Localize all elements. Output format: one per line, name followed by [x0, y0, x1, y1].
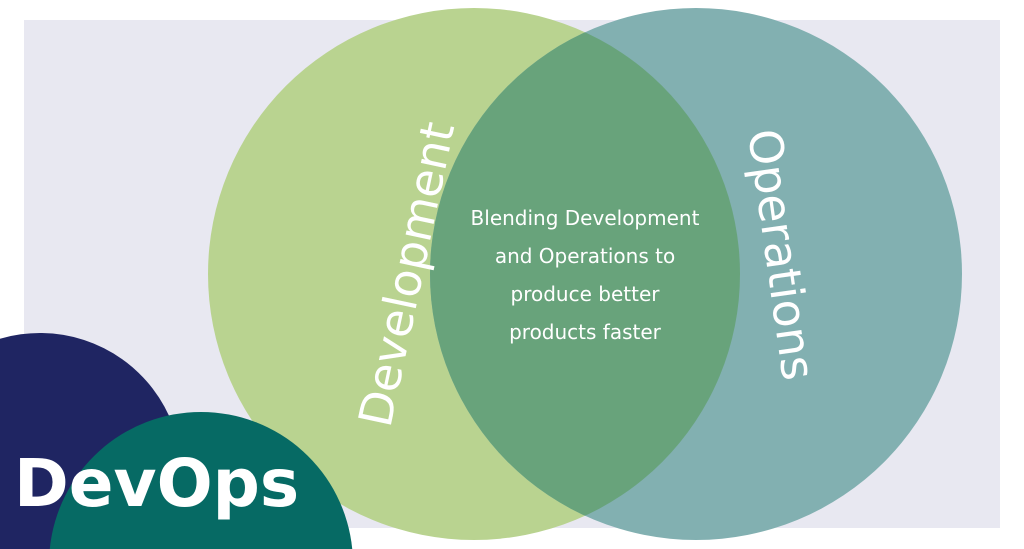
- center-line-3: produce better: [511, 282, 661, 306]
- center-line-4: products faster: [509, 320, 662, 344]
- center-line-2: and Operations to: [495, 244, 675, 268]
- devops-title: DevOps: [14, 445, 299, 522]
- teal-decor-circle: [49, 411, 353, 549]
- overlap-region: [430, 8, 740, 540]
- center-line-1: Blending Development: [471, 206, 700, 230]
